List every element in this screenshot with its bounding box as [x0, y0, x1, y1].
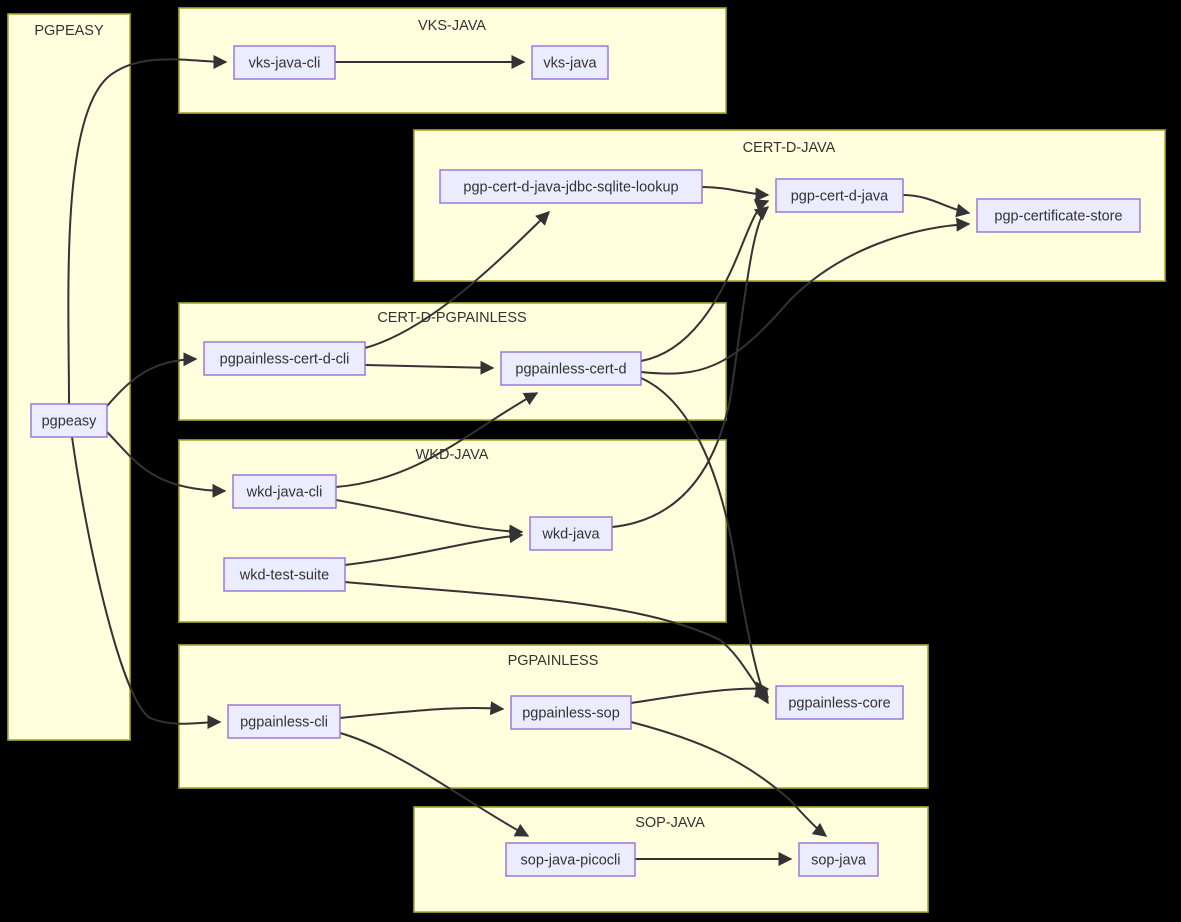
- cluster-label: PGPEASY: [34, 23, 104, 39]
- edge-pgpainless-sop-to-pgpainless-core: [630, 681, 770, 704]
- node-wkd-test-suite[interactable]: wkd-test-suite: [223, 557, 346, 592]
- node-label: pgpeasy: [42, 413, 98, 429]
- edge-pgpainless-cli-to-sop-java-picocli: [339, 732, 530, 837]
- edge-pgpeasy-to-vks-java-cli: [67, 54, 228, 405]
- node-pgpainless-cert-d[interactable]: pgpainless-cert-d: [500, 351, 642, 386]
- node-pgp-cert-d-java-jdbc-sqlite-lookup[interactable]: pgp-cert-d-java-jdbc-sqlite-lookup: [439, 169, 703, 204]
- node-label: pgpainless-cert-d: [515, 361, 626, 377]
- node-box[interactable]: [775, 178, 904, 213]
- edge-pgpainless-sop-to-sop-java: [630, 721, 828, 837]
- node-label: pgp-cert-d-java: [791, 188, 889, 204]
- edge-pgp-cert-d-java-to-pgp-certificate-store: [902, 194, 971, 218]
- node-label: pgp-certificate-store: [994, 208, 1122, 224]
- node-label: wkd-test-suite: [239, 567, 329, 583]
- node-box[interactable]: [203, 341, 366, 376]
- node-box[interactable]: [505, 842, 636, 877]
- node-label: pgpainless-sop: [522, 705, 620, 721]
- edge-layer: [67, 54, 971, 866]
- node-label: sop-java-picocli: [521, 852, 621, 868]
- node-pgp-certificate-store[interactable]: pgp-certificate-store: [976, 198, 1141, 233]
- node-box[interactable]: [232, 474, 337, 509]
- node-label: sop-java: [811, 852, 867, 868]
- node-label: vks-java: [543, 55, 597, 71]
- node-pgpainless-cli[interactable]: pgpainless-cli: [227, 704, 341, 739]
- node-wkd-java[interactable]: wkd-java: [529, 516, 613, 551]
- edge-pgpeasy-to-wkd-java-cli: [106, 431, 227, 498]
- node-pgpeasy[interactable]: pgpeasy: [30, 403, 108, 438]
- node-pgpainless-sop[interactable]: pgpainless-sop: [510, 695, 632, 730]
- node-box[interactable]: [529, 516, 613, 551]
- edge-wkd-test-suite-to-wkd-java: [344, 529, 524, 566]
- node-box[interactable]: [439, 169, 703, 204]
- cluster-label: WKD-JAVA: [416, 447, 489, 463]
- edge-pgpainless-cert-d-to-pgpainless-core: [640, 377, 769, 705]
- node-pgpainless-core[interactable]: pgpainless-core: [775, 685, 904, 720]
- cluster-label: VKS-JAVA: [418, 18, 486, 34]
- edge-pgpainless-cli-to-pgpainless-sop: [339, 701, 505, 719]
- node-label: vks-java-cli: [249, 55, 321, 71]
- node-label: pgp-cert-d-java-jdbc-sqlite-lookup: [463, 179, 678, 195]
- node-box[interactable]: [775, 685, 904, 720]
- node-box[interactable]: [233, 45, 336, 80]
- node-vks-java[interactable]: vks-java: [531, 45, 609, 80]
- node-box[interactable]: [510, 695, 632, 730]
- node-label: wkd-java-cli: [246, 484, 323, 500]
- cluster-wkd_java: WKD-JAVA: [178, 439, 727, 623]
- edge-pgpainless-cert-d-cli-to-pgpainless-cert-d: [364, 360, 495, 375]
- edge-wkd-java-cli-to-pgpainless-cert-d: [335, 392, 539, 488]
- node-vks-java-cli[interactable]: vks-java-cli: [233, 45, 336, 80]
- node-box[interactable]: [976, 198, 1141, 233]
- edge-pgp-cert-d-java-jdbc-sqlite-lookup-to-pgp-cert-d-java: [701, 186, 770, 202]
- node-label: pgpainless-core: [788, 695, 890, 711]
- cluster-label: PGPAINLESS: [508, 653, 599, 669]
- node-sop-java-picocli[interactable]: sop-java-picocli: [505, 842, 636, 877]
- node-layer: pgpeasy vks-java-cli vks-java pgp-cert-d-ja…: [30, 45, 1141, 877]
- edge-pgpeasy-to-pgpainless-cli: [71, 436, 222, 730]
- edge-wkd-java-cli-to-wkd-java: [335, 499, 524, 539]
- node-label: wkd-java: [541, 526, 600, 542]
- node-box[interactable]: [30, 403, 108, 438]
- node-label: pgpainless-cli: [240, 714, 328, 730]
- edge-wkd-java-to-pgp-cert-d-java: [611, 206, 770, 528]
- edge-wkd-test-suite-to-pgpainless-core: [344, 581, 770, 698]
- node-box[interactable]: [227, 704, 341, 739]
- node-box[interactable]: [223, 557, 346, 592]
- cluster-label: CERT-D-JAVA: [743, 140, 836, 156]
- cluster-label: SOP-JAVA: [635, 815, 705, 831]
- cluster-label: CERT-D-PGPAINLESS: [377, 310, 526, 326]
- cluster-layer: PGPEASY VKS-JAVA CERT-D-JAVA CERT-D-PGPAINL…: [7, 7, 1166, 913]
- cluster-box: [178, 439, 727, 623]
- node-box[interactable]: [500, 351, 642, 386]
- edge-pgpainless-cert-d-to-pgp-certificate-store: [640, 217, 971, 375]
- node-label: pgpainless-cert-d-cli: [220, 351, 350, 367]
- node-box[interactable]: [531, 45, 609, 80]
- edge-pgpeasy-to-pgpainless-cert-d-cli: [106, 352, 198, 407]
- node-wkd-java-cli[interactable]: wkd-java-cli: [232, 474, 337, 509]
- node-pgpainless-cert-d-cli[interactable]: pgpainless-cert-d-cli: [203, 341, 366, 376]
- node-sop-java[interactable]: sop-java: [798, 842, 879, 877]
- node-pgp-cert-d-java[interactable]: pgp-cert-d-java: [775, 178, 904, 213]
- edge-pgpainless-cert-d-cli-to-pgp-cert-d-java-jdbc-sqlite-lookup: [364, 211, 551, 349]
- node-box[interactable]: [798, 842, 879, 877]
